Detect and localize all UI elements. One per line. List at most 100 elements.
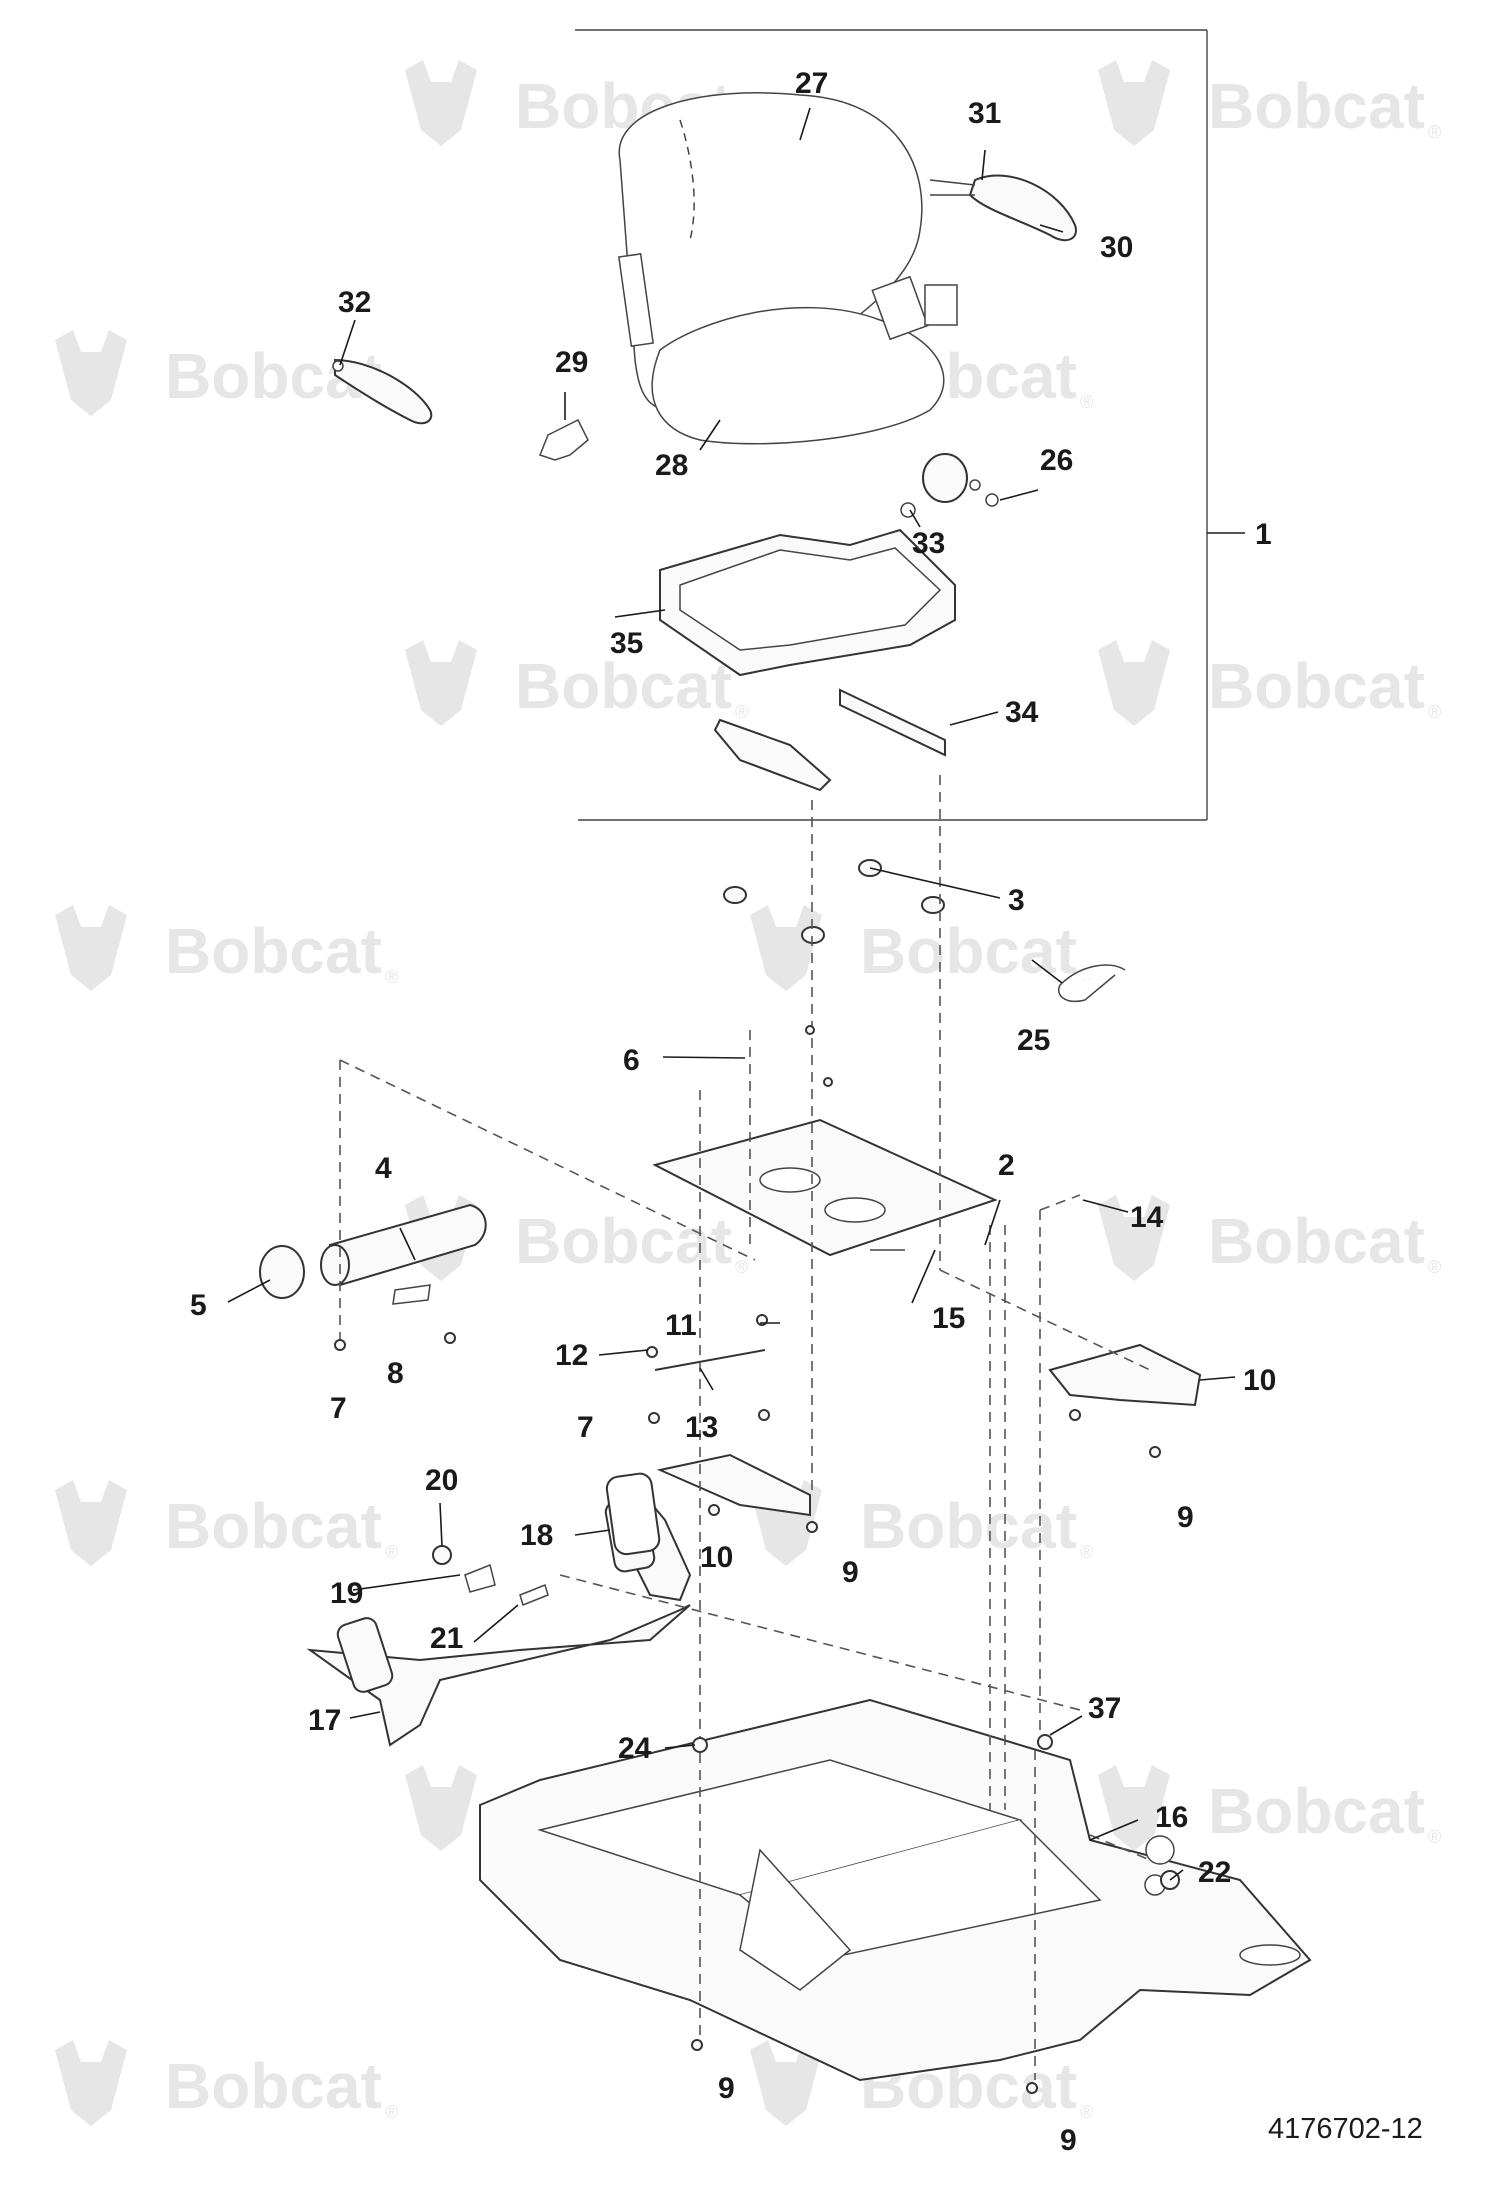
bobcat-head-logo-icon — [55, 2040, 127, 2126]
bobcat-head-logo-icon — [55, 905, 127, 991]
fasteners-part[interactable] — [334, 1025, 1180, 2094]
callout-5: 5 — [190, 1289, 207, 1322]
callout-7a: 7 — [330, 1392, 347, 1425]
right-armrest-part[interactable] — [929, 174, 1077, 242]
callout-9b: 9 — [842, 1556, 859, 1589]
foot-pedal-part[interactable] — [306, 1472, 692, 1747]
callout-7b: 7 — [577, 1411, 594, 1444]
bobcat-watermark: Bobcat® — [55, 1480, 398, 1566]
callout-22: 22 — [1198, 1856, 1231, 1889]
seat-belt-buckle-part[interactable] — [539, 275, 958, 461]
wire-harness-part[interactable] — [1058, 964, 1126, 1002]
callout-31: 31 — [968, 97, 1001, 130]
bobcat-head-logo-icon — [55, 330, 127, 416]
callout-19: 19 — [330, 1577, 363, 1610]
callout-13: 13 — [685, 1411, 718, 1444]
linkage-rod-part[interactable] — [654, 1349, 766, 1371]
watermark-registered-mark: ® — [1428, 122, 1441, 142]
bobcat-watermark: Bobcat® — [1098, 1195, 1441, 1281]
callout-34: 34 — [1005, 696, 1039, 729]
watermark-brand-text: Bobcat — [165, 2050, 382, 2122]
watermark-registered-mark: ® — [1428, 702, 1441, 722]
seat-cushion-part[interactable] — [617, 92, 945, 445]
callout-30: 30 — [1100, 231, 1133, 264]
callout-29: 29 — [555, 346, 588, 379]
callout-15: 15 — [932, 1302, 965, 1335]
callout-6: 6 — [623, 1044, 640, 1077]
watermark-brand-text: Bobcat — [165, 1490, 382, 1562]
watermark-registered-mark: ® — [385, 1542, 398, 1562]
bobcat-watermark: Bobcat® — [55, 905, 398, 991]
callout-4: 4 — [375, 1152, 392, 1185]
callout-25: 25 — [1017, 1024, 1050, 1057]
alignment-lines — [339, 775, 1151, 2080]
callout-9a: 9 — [1177, 1501, 1194, 1534]
watermark-registered-mark: ® — [1080, 392, 1093, 412]
callout-11: 11 — [665, 1309, 697, 1342]
watermark-brand-text: Bobcat — [1208, 70, 1425, 142]
callout-9d: 9 — [1060, 2124, 1077, 2157]
callout-17: 17 — [308, 1704, 341, 1737]
callout-18: 18 — [520, 1519, 553, 1552]
main-frame-part[interactable] — [479, 1698, 1312, 2082]
spring-and-pin-part[interactable] — [432, 1545, 549, 1607]
watermark-registered-mark: ® — [385, 967, 398, 987]
callout-9c: 9 — [718, 2072, 735, 2105]
watermark-brand-text: Bobcat — [1208, 1205, 1425, 1277]
callout-1: 1 — [1255, 518, 1272, 551]
bobcat-head-logo-icon — [1098, 60, 1170, 146]
seat-mount-plate-part[interactable] — [652, 1118, 998, 1257]
watermark-brand-text: Bobcat — [860, 915, 1077, 987]
callout-10a: 10 — [1243, 1364, 1276, 1397]
bobcat-watermark: Bobcat® — [55, 2040, 398, 2126]
drawing-number: 4176702-12 — [1268, 2113, 1423, 2145]
watermark-registered-mark: ® — [1428, 1827, 1441, 1847]
bobcat-head-logo-icon — [1098, 640, 1170, 726]
callout-20: 20 — [425, 1464, 458, 1497]
watermark-brand-text: Bobcat — [1208, 1775, 1425, 1847]
cover-plate-part[interactable] — [656, 1343, 1202, 1517]
bobcat-head-logo-icon — [1098, 1195, 1170, 1281]
callout-14: 14 — [1130, 1201, 1164, 1234]
bobcat-head-logo-icon — [750, 2040, 822, 2126]
watermark-registered-mark: ® — [1428, 1257, 1441, 1277]
seat-slide-rails-part[interactable] — [713, 688, 946, 792]
leader-lines — [227, 107, 1245, 1881]
bobcat-head-logo-icon — [405, 1765, 477, 1851]
watermark-registered-mark: ® — [735, 1257, 748, 1277]
watermark-brand-text: Bobcat — [515, 1205, 732, 1277]
callout-28: 28 — [655, 449, 688, 482]
watermark-brand-text: Bobcat — [165, 915, 382, 987]
watermark-brand-text: Bobcat — [515, 650, 732, 722]
watermark-brand-text: Bobcat — [860, 1490, 1077, 1562]
callout-labels: 1 2 3 4 5 6 7 7 8 9 9 9 9 10 10 11 12 13… — [190, 67, 1276, 2157]
callout-27: 27 — [795, 67, 828, 100]
callout-32: 32 — [338, 286, 371, 319]
callout-16: 16 — [1155, 1801, 1188, 1834]
callout-8: 8 — [387, 1357, 404, 1390]
callout-3: 3 — [1008, 884, 1025, 917]
callout-10b: 10 — [700, 1541, 733, 1574]
callout-2: 2 — [998, 1149, 1015, 1182]
watermark-registered-mark: ® — [1080, 2102, 1093, 2122]
callout-33: 33 — [912, 527, 945, 560]
bobcat-watermark: Bobcat® — [405, 640, 748, 726]
callout-12: 12 — [555, 1339, 588, 1372]
watermark-registered-mark: ® — [735, 702, 748, 722]
bobcat-head-logo-icon — [405, 640, 477, 726]
bobcat-watermark: Bobcat® — [1098, 60, 1441, 146]
seat-assembly-bracket — [575, 29, 1208, 821]
callout-37: 37 — [1088, 1692, 1121, 1725]
bobcat-head-logo-icon — [405, 60, 477, 146]
watermark-brand-text: Bobcat — [1208, 650, 1425, 722]
watermark-registered-mark: ® — [385, 2102, 398, 2122]
callout-35: 35 — [610, 627, 643, 660]
seat-adjust-knob-part[interactable] — [900, 453, 999, 518]
bobcat-watermark: Bobcat® — [1098, 640, 1441, 726]
watermark-registered-mark: ® — [1080, 1542, 1093, 1562]
callout-21: 21 — [430, 1622, 463, 1655]
callout-26: 26 — [1040, 444, 1073, 477]
seat-suspension-base-part[interactable] — [659, 528, 956, 677]
